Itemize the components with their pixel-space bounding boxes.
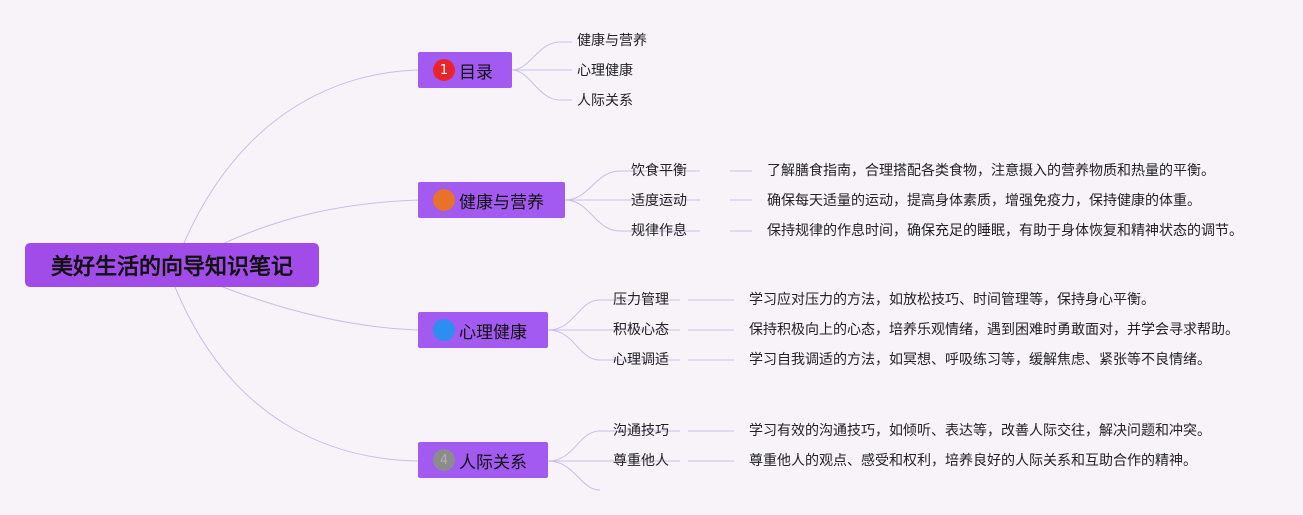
subtopic[interactable]: 沟通技巧 [613,423,669,439]
subtopic[interactable]: 压力管理 [613,292,669,308]
subtopic-description[interactable]: 了解膳食指南，合理搭配各类食物，注意摄入的营养物质和热量的平衡。 [767,163,1215,179]
subtopic-description[interactable]: 保持规律的作息时间，确保充足的睡眠，有助于身体恢复和精神状态的调节。 [767,223,1243,239]
root-topic[interactable]: 美好生活的向导知识笔记 [25,243,319,287]
number-badge-icon: 2 [433,189,455,211]
subtopic[interactable]: 健康与营养 [577,33,647,49]
branch-toc[interactable]: 1 目录 [418,52,512,88]
subtopic[interactable]: 积极心态 [613,322,669,338]
subtopic-description[interactable]: 尊重他人的观点、感受和权利，培养良好的人际关系和互助合作的精神。 [749,453,1197,469]
subtopic-description[interactable]: 学习自我调适的方法，如冥想、呼吸练习等，缓解焦虑、紧张等不良情绪。 [749,352,1211,368]
branch-label: 健康与营养 [459,192,544,213]
subtopic[interactable]: 适度运动 [631,193,687,209]
subtopic[interactable]: 尊重他人 [613,453,669,469]
subtopic[interactable]: 饮食平衡 [631,163,687,179]
root-to-branch-3 [209,281,421,331]
subtopic-description[interactable]: 学习应对压力的方法，如放松技巧、时间管理等，保持身心平衡。 [749,292,1155,308]
root-title: 美好生活的向导知识笔记 [50,255,293,280]
subtopic[interactable]: 规律作息 [631,223,687,239]
root-to-branch-4 [174,286,421,462]
branch-label: 人际关系 [459,452,527,473]
number-badge-icon: 1 [433,59,455,81]
number-badge-icon: 3 [433,319,455,341]
subtopic-description[interactable]: 保持积极向上的心态，培养乐观情绪，遇到困难时勇敢面对，并学会寻求帮助。 [749,322,1239,338]
branch-label: 目录 [459,62,493,83]
branch-mental-health[interactable]: 3 心理健康 [418,312,548,348]
branch-label: 心理健康 [459,322,527,343]
root-to-branch-2 [209,199,421,251]
number-badge-icon: 4 [433,449,455,471]
root-to-branch-1 [174,69,421,266]
subtopic-description[interactable]: 学习有效的沟通技巧，如倾听、表达等，改善人际交往，解决问题和冲突。 [749,423,1211,439]
subtopic[interactable]: 心理健康 [577,63,633,79]
subtopic[interactable]: 心理调适 [613,352,669,368]
subtopic[interactable]: 人际关系 [577,93,633,109]
subtopic-description[interactable]: 确保每天适量的运动，提高身体素质，增强免疫力，保持健康的体重。 [767,193,1201,209]
branch-relationships[interactable]: 4 人际关系 [418,442,548,478]
branch-health-nutrition[interactable]: 2 健康与营养 [418,182,565,218]
